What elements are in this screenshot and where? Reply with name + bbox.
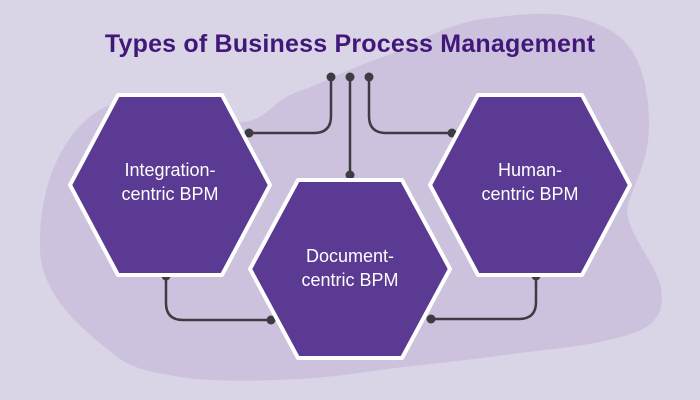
- hexagon-document-centric: [248, 178, 452, 360]
- connector-dots: [161, 72, 541, 325]
- hexagons: [68, 93, 632, 360]
- page-title: Types of Business Process Management: [104, 30, 596, 58]
- hexagon-human-centric: [428, 93, 632, 277]
- connector-lines: [164, 75, 538, 322]
- connector-hub-to-human: [367, 75, 454, 135]
- connector-hub-to-integration: [247, 75, 333, 135]
- connector-integration-to-document: [164, 274, 273, 322]
- connector-human-to-document: [429, 274, 538, 321]
- hexagon-integration-centric: [68, 93, 272, 277]
